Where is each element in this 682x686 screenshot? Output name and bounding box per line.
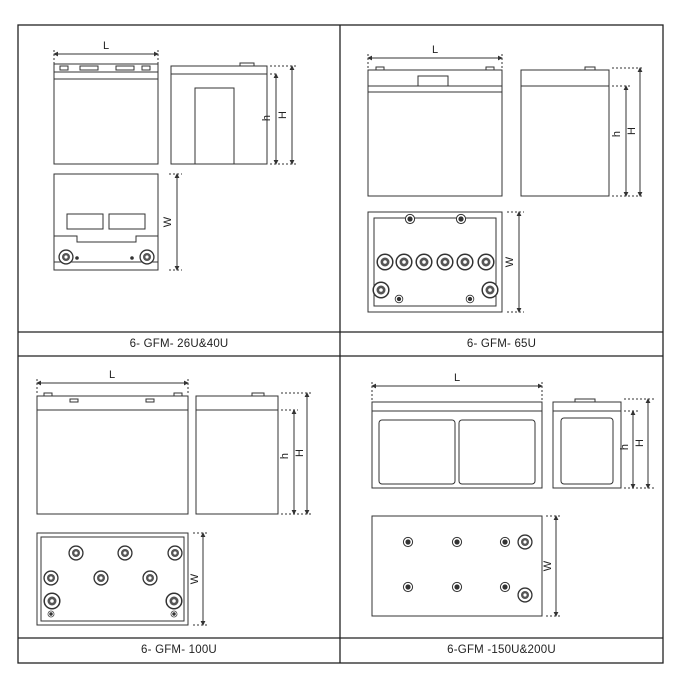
panel-1-drawing: [53, 50, 296, 271]
terminal-icon: [517, 587, 533, 603]
terminal-icon: [117, 545, 133, 561]
terminal-icon: [517, 534, 533, 550]
dim-label-length: L: [454, 372, 460, 384]
dim-label-total-height: H: [294, 449, 306, 457]
terminal-icon: [481, 281, 499, 299]
terminal-icon: [139, 249, 155, 265]
vent-cap-icon: [47, 610, 55, 618]
panel-4-drawing: [371, 382, 654, 617]
terminal-icon: [436, 253, 454, 271]
table-frame: [17, 24, 664, 664]
dim-label-length: L: [103, 40, 109, 52]
vent-cap-icon: [404, 213, 416, 225]
terminal-icon: [93, 570, 109, 586]
vent-marker: [75, 256, 79, 260]
panel-3-drawing: [36, 379, 311, 626]
terminal-nut-icon: [499, 581, 511, 593]
vent-cap-icon: [465, 294, 475, 304]
dim-label-case-height: h: [261, 115, 273, 121]
dim-label-width: W: [162, 216, 174, 227]
vent-cap-icon: [170, 610, 178, 618]
terminal-nut-icon: [402, 536, 414, 548]
dim-label-length: L: [432, 44, 438, 56]
terminal-nut-icon: [499, 536, 511, 548]
terminal-icon: [43, 570, 59, 586]
dim-label-case-height: h: [619, 444, 631, 450]
terminal-nut-icon: [451, 536, 463, 548]
panel-2-drawing: [367, 54, 644, 313]
terminal-nut-icon: [402, 581, 414, 593]
terminal-icon: [372, 281, 390, 299]
dim-label-width: W: [504, 256, 516, 267]
terminal-icon: [395, 253, 413, 271]
vent-cap-icon: [394, 294, 404, 304]
terminal-icon: [477, 253, 495, 271]
terminal-icon: [43, 592, 61, 610]
terminal-icon: [415, 253, 433, 271]
terminal-icon: [456, 253, 474, 271]
terminal-icon: [68, 545, 84, 561]
dim-label-case-height: h: [279, 453, 291, 459]
caption-panel-3: 6- GFM- 100U: [141, 644, 217, 656]
vent-marker: [130, 256, 134, 260]
terminal-icon: [376, 253, 394, 271]
caption-panel-4: 6-GFM -150U&200U: [447, 644, 556, 656]
dim-label-width: W: [189, 573, 201, 584]
terminal-icon: [167, 545, 183, 561]
dim-label-total-height: H: [634, 439, 646, 447]
terminal-icon: [165, 592, 183, 610]
dim-label-total-height: H: [277, 111, 289, 119]
terminal-icon: [142, 570, 158, 586]
dim-label-length: L: [109, 369, 115, 381]
terminal-icon: [58, 249, 74, 265]
terminal-nut-icon: [451, 581, 463, 593]
caption-panel-2: 6- GFM- 65U: [466, 338, 537, 350]
dim-label-total-height: H: [626, 127, 638, 135]
dim-label-width: W: [542, 560, 554, 571]
vent-cap-icon: [455, 213, 467, 225]
dim-label-case-height: h: [611, 131, 623, 137]
caption-panel-1: 6- GFM- 26U&40U: [129, 338, 229, 350]
